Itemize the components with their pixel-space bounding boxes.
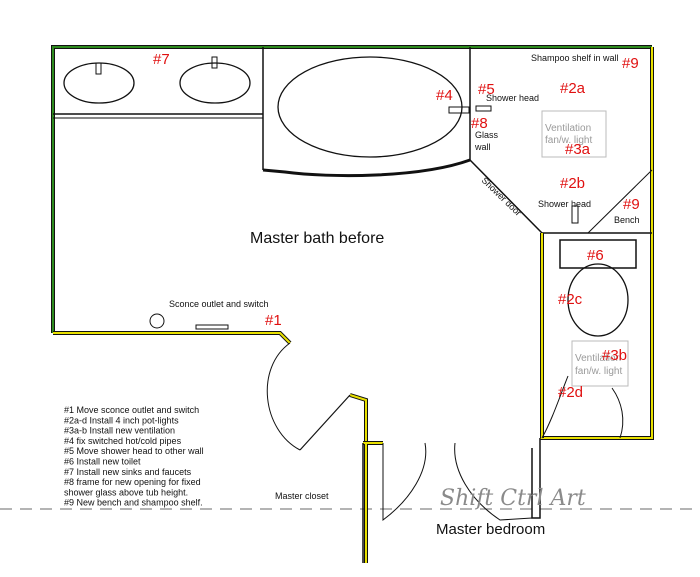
marker-3b: #3b [602,347,627,364]
label-sconce: Sconce outlet and switch [169,299,269,309]
marker-7: #7 [153,51,170,68]
shower-head-top [475,105,492,112]
tub-faucet [448,106,470,114]
legend-line: #7 Install new sinks and faucets [64,467,192,477]
legend: #1 Move sconce outlet and switch#2a-d In… [64,405,204,508]
tub-basin [277,56,463,158]
bath-door-swing [266,342,301,451]
shower-head-lower [571,205,579,224]
marker-9-top: #9 [622,55,639,72]
bedroom-door-left [382,442,427,521]
legend-line: #2a-d Install 4 inch pot-lights [64,415,179,425]
toilet-door-swing [541,375,569,439]
vent-fan-2 [571,340,629,387]
label-master-bedroom: Master bedroom [436,521,545,538]
label-shower-door: Shower door [480,175,524,218]
label-shampoo-shelf: Shampoo shelf in wall [531,53,619,63]
sink-left [63,62,135,104]
label-shower-head-lower: Shower head [538,199,591,209]
bench-diagonal [587,169,653,234]
marker-3a: #3a [565,141,591,158]
legend-line: #8 frame for new opening for fixed [64,477,201,487]
label-bench: Bench [614,215,640,225]
legend-line: #3a-b Install new ventilation [64,426,175,436]
label-vent-1-line1: Ventilation [545,123,591,134]
yellow-wall-closet-diag-fill [349,394,367,443]
watermark-logo: Shift Ctrl Art [440,486,586,511]
green-wall-top-left-fill [52,46,652,333]
marker-5: #5 [478,81,495,98]
toilet-bowl [567,263,629,337]
marker-8: #8 [471,115,488,132]
yellow-wall-sconce [53,331,292,345]
label-shower-head-top: Shower head [486,93,539,103]
bedroom-jamb-right [531,438,541,519]
legend-line: #1 Move sconce outlet and switch [64,405,199,415]
marker-2c: #2c [558,291,583,308]
tub-outline [262,158,471,178]
label-glass-wall-1: Glass [475,130,499,140]
bedroom-door-right [454,442,533,521]
vent-fan-1 [541,110,607,158]
legend-line: shower glass above tub height. [64,487,188,497]
faucet-left [95,62,102,75]
toilet-tank [559,239,637,269]
marker-2b: #2b [560,175,585,192]
marker-1: #1 [265,312,282,329]
legend-line: #4 fix switched hot/cold pipes [64,436,182,446]
yellow-wall-closet-diag [349,393,368,443]
sconce-switch [195,324,229,330]
label-master-closet: Master closet [275,491,329,501]
label-glass-wall-2: wall [474,142,491,152]
sink-right [179,62,251,104]
closet-door-leaf [299,394,351,451]
toilet-door-swing-2 [611,387,624,439]
sconce-outlet [149,313,165,329]
yellow-wall-sconce-fill [53,332,291,344]
legend-line: #6 Install new toilet [64,457,141,467]
legend-line: #9 New bench and shampoo shelf. [64,498,203,508]
marker-2a: #2a [560,80,586,97]
faucet-right [211,56,218,69]
label-vent-2-line2: fan/w. light [575,366,622,377]
marker-4: #4 [436,87,453,104]
yellow-wall-right-fill [540,47,653,439]
label-vent-2-line1: Ventilation [575,353,621,364]
shower-door-line [469,159,543,234]
marker-2d: #2d [558,384,583,401]
label-vent-1-line2: fan/w. light [545,135,592,146]
diagram-title: Master bath before [250,230,384,247]
marker-9-bench: #9 [623,196,640,213]
marker-6: #6 [587,247,604,264]
yellow-wall-closet-bottom-fill [363,442,383,563]
legend-line: #5 Move shower head to other wall [64,446,204,456]
yellow-wall-right [540,47,654,440]
